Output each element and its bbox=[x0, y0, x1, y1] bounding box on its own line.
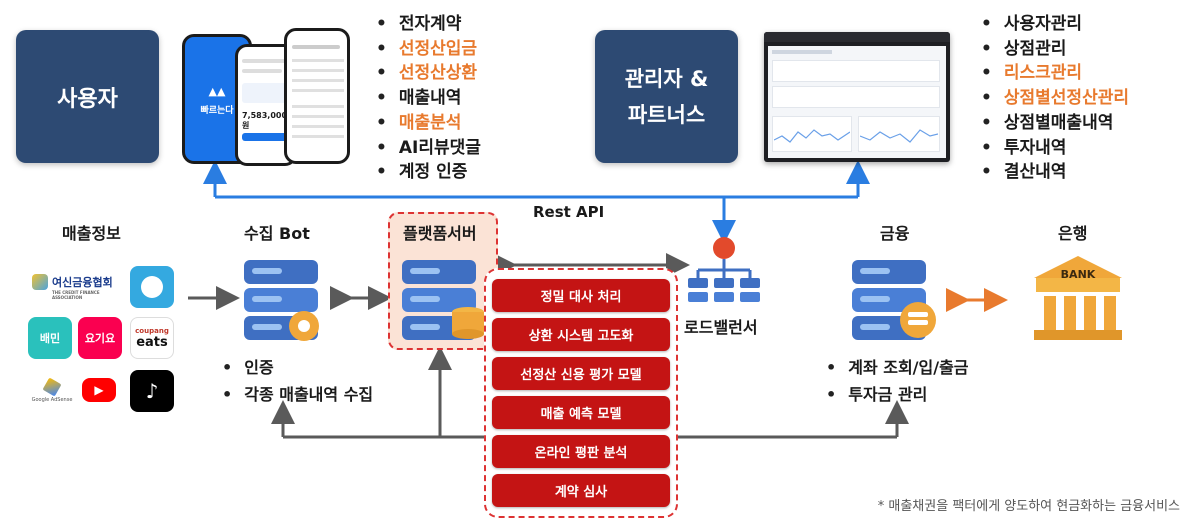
bot-feature-item: 인증 bbox=[222, 354, 373, 381]
mascot-app-logo bbox=[130, 266, 174, 308]
fn-repayment-system: 상환 시스템 고도화 bbox=[492, 318, 670, 351]
user-feature-item: 선정산상환 bbox=[376, 61, 481, 86]
admin-feature-item: 상점별매출내역 bbox=[981, 111, 1129, 136]
coupang-eats-logo: coupang eats bbox=[130, 317, 174, 359]
finance-label: 금융 bbox=[880, 224, 910, 243]
fn-credit-model: 선정산 신용 평가 모델 bbox=[492, 357, 670, 390]
admin-dashboard-mockup bbox=[764, 32, 950, 162]
user-feature-list: 전자계약 선정산입금 선정산상환 매출내역 매출분석 AI리뷰댓글 계정 인증 bbox=[376, 12, 481, 185]
yogiyo-logo: 요기요 bbox=[78, 317, 122, 359]
admin-role-label-1: 관리자 & bbox=[624, 66, 709, 91]
mascot-icon bbox=[141, 276, 163, 298]
tiktok-logo: ♪ bbox=[130, 370, 174, 412]
finance-server-icon bbox=[852, 260, 936, 340]
bank-label: 은행 bbox=[1058, 224, 1088, 243]
platform-server-icon bbox=[402, 260, 484, 340]
app-logo-icon: ▲▲ bbox=[208, 85, 226, 98]
footnote: * 매출채권을 팩터에게 양도하여 현금화하는 금융서비스 bbox=[877, 499, 1180, 514]
admin-feature-item: 상점관리 bbox=[981, 37, 1129, 62]
user-role-label: 사용자 bbox=[57, 86, 118, 112]
platform-server-label: 플랫폼서버 bbox=[403, 224, 477, 243]
adsense-icon bbox=[42, 376, 62, 397]
finance-feature-list: 계좌 조회/입/출금 투자금 관리 bbox=[826, 354, 969, 408]
user-feature-item: AI리뷰댓글 bbox=[376, 136, 481, 161]
bot-feature-item: 각종 매출내역 수집 bbox=[222, 381, 373, 408]
user-role-box: 사용자 bbox=[16, 30, 159, 163]
load-balancer-label: 로드밸런서 bbox=[684, 318, 758, 337]
fn-reconciliation: 정밀 대사 처리 bbox=[492, 279, 670, 312]
phone-mockup-list bbox=[284, 28, 350, 164]
sales-info-label: 매출정보 bbox=[62, 224, 121, 243]
baemin-logo: 배민 bbox=[28, 317, 72, 359]
admin-role-label-2: 파트너스 bbox=[627, 102, 706, 127]
admin-feature-list: 사용자관리 상점관리 리스크관리 상점별선정산관리 상점별매출내역 투자내역 결… bbox=[981, 12, 1129, 185]
rest-api-label: Rest API bbox=[533, 203, 605, 221]
load-balancer-icon bbox=[688, 237, 760, 302]
dashboard-sparkline-2 bbox=[860, 129, 938, 143]
user-feature-item: 선정산입금 bbox=[376, 37, 481, 62]
finance-feature-item: 투자금 관리 bbox=[826, 381, 969, 408]
admin-feature-item: 투자내역 bbox=[981, 136, 1129, 161]
app-amount: 7,583,000원 bbox=[242, 111, 288, 130]
user-feature-item: 매출내역 bbox=[376, 86, 481, 111]
fn-reputation-analysis: 온라인 평판 분석 bbox=[492, 435, 670, 468]
user-feature-item: 매출분석 bbox=[376, 111, 481, 136]
bank-sign-text: BANK bbox=[1060, 268, 1096, 281]
admin-feature-item: 상점별선정산관리 bbox=[981, 86, 1129, 111]
admin-feature-item: 결산내역 bbox=[981, 160, 1129, 185]
credit-finance-logo: 여신금융협회 THE CREDIT FINANCE ASSOCIATION bbox=[28, 268, 128, 306]
fn-contract-review: 계약 심사 bbox=[492, 474, 670, 507]
bot-feature-list: 인증 각종 매출내역 수집 bbox=[222, 354, 373, 408]
music-note-icon: ♪ bbox=[145, 379, 159, 403]
play-icon: ▶ bbox=[94, 383, 104, 397]
collect-bot-server-icon bbox=[244, 260, 319, 341]
dashboard-sparkline-1 bbox=[774, 129, 850, 143]
app-splash-text: 빠르는다 bbox=[200, 106, 234, 116]
fn-sales-forecast: 매출 예측 모델 bbox=[492, 396, 670, 429]
finance-feature-item: 계좌 조회/입/출금 bbox=[826, 354, 968, 381]
admin-role-box: 관리자 & 파트너스 bbox=[595, 30, 738, 163]
user-feature-item: 전자계약 bbox=[376, 12, 481, 37]
user-feature-item: 계정 인증 bbox=[376, 160, 481, 185]
collect-bot-label: 수집 Bot bbox=[244, 224, 310, 243]
credit-finance-icon bbox=[32, 274, 48, 290]
google-adsense-logo: Google AdSense bbox=[28, 372, 76, 410]
admin-feature-item: 리스크관리 bbox=[981, 61, 1129, 86]
admin-feature-item: 사용자관리 bbox=[981, 12, 1129, 37]
youtube-logo: ▶ bbox=[82, 378, 116, 402]
bank-icon bbox=[1034, 256, 1122, 340]
